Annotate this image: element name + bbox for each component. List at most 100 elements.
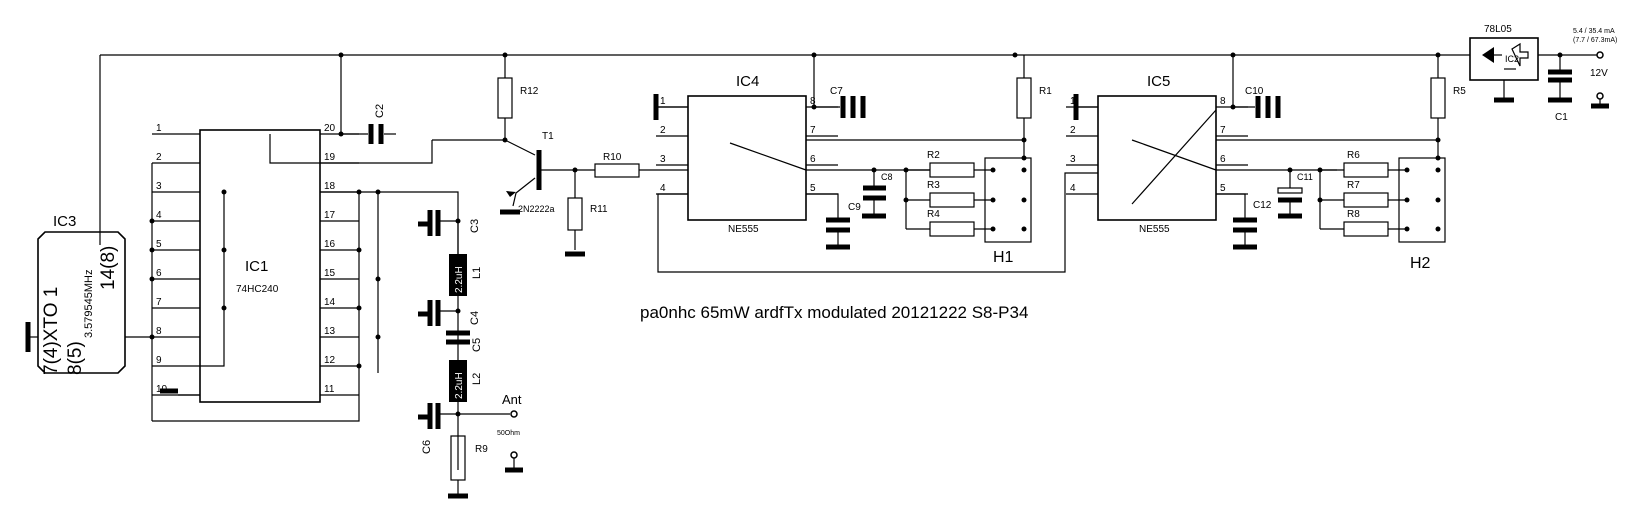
pin-number: 17	[324, 210, 336, 221]
pin-number: 12	[324, 355, 336, 366]
pin-number: 6	[1220, 154, 1226, 165]
c11-label: C11	[1297, 172, 1313, 182]
ic5-ref: IC5	[1147, 73, 1170, 90]
pin-number: 2	[660, 125, 666, 136]
pin-number: 8	[1220, 96, 1226, 107]
r1-h1: R1 R2 R3 R4 H1	[903, 55, 1052, 266]
pin-number: 4	[156, 210, 162, 221]
ic3-pins-line2: 8(5)	[65, 341, 86, 375]
antenna-label: Ant	[502, 392, 522, 407]
pin-number: 1	[1070, 96, 1076, 107]
pin-number: 2	[1070, 125, 1076, 136]
pin-number: 13	[324, 326, 336, 337]
ic3-pin14: 14(8)	[98, 246, 119, 290]
antenna-impedance: 50Ohm	[497, 430, 520, 437]
pin-number: 6	[810, 154, 816, 165]
reg-ref: IC2	[1505, 54, 1519, 64]
r5-label: R5	[1453, 86, 1466, 97]
r6-label: R6	[1347, 150, 1360, 161]
c3-label: C3	[469, 219, 481, 233]
ic4-right-pins: 8 7 6 5	[806, 96, 838, 195]
t1-stage: R12 T1 2N2222a R10 R11	[320, 55, 688, 257]
pin-number: 1	[660, 96, 666, 107]
t1-part: 2N2222a	[518, 204, 555, 214]
r8-label: R8	[1347, 209, 1360, 220]
supply-voltage: 12V	[1590, 68, 1608, 79]
ic3-frequency: 3.579545MHz	[83, 270, 95, 339]
c7-label: C7	[830, 86, 843, 97]
ic1-ref: IC1	[245, 258, 268, 275]
supply-current-1: 5.4 / 35.4 mA	[1573, 28, 1615, 35]
c5-label: C5	[471, 338, 483, 352]
supply-rail	[99, 52, 1597, 245]
h2-label: H2	[1410, 255, 1431, 272]
l1-value: 2.2uH	[454, 266, 465, 293]
ic5-right-pins: 8 7 6 5	[1216, 96, 1248, 195]
r4-label: R4	[927, 209, 940, 220]
pin-number: 19	[324, 152, 336, 163]
pin-number: 18	[324, 181, 336, 192]
c9-label: C9	[848, 202, 861, 213]
pin-number: 9	[156, 355, 162, 366]
pin-number: 1	[156, 123, 162, 134]
reg-part: 78L05	[1484, 24, 1512, 35]
ic3-oscillator: IC3 7(4)XTO 1 8(5) 3.579545MHz 14(8)	[25, 213, 152, 375]
pin-number: 3	[660, 154, 666, 165]
c4-label: C4	[469, 311, 481, 325]
ic1-part: 74HC240	[236, 284, 279, 295]
l1-label: L1	[471, 267, 483, 279]
c2-capacitor: C2	[341, 104, 396, 144]
l2-label: L2	[471, 373, 483, 385]
pin-number: 16	[324, 239, 336, 250]
ic5-ne555: IC5 NE555 1 2 3 4 8 7 6 5 C10 C12 C11	[1066, 55, 1438, 250]
pin-number: 11	[324, 384, 335, 395]
ic4-part: NE555	[728, 224, 759, 235]
c10-label: C10	[1245, 86, 1264, 97]
ic3-pins-line1: 7(4)XTO 1	[41, 287, 62, 375]
c2-label: C2	[374, 104, 386, 118]
supply-current-2: (7.7 / 67.3mA)	[1573, 37, 1617, 44]
pin-number: 5	[810, 183, 816, 194]
ic5-part: NE555	[1139, 224, 1170, 235]
schematic-title: pa0nhc 65mW ardfTx modulated 20121222 S8…	[640, 303, 1028, 322]
pin-number: 7	[1220, 125, 1226, 136]
r5-h2: R5 R6 R7 R8 H2	[1317, 55, 1466, 272]
pin-number: 14	[324, 297, 336, 308]
r10-label: R10	[603, 152, 622, 163]
pin-number: 3	[156, 181, 162, 192]
ic3-ref: IC3	[53, 213, 76, 230]
r3-label: R3	[927, 180, 940, 191]
c8-label: C8	[881, 172, 893, 182]
regulator-78l05: 78L05 IC2 C1 5.4 / 35.4 mA (7.7 / 67.3mA…	[1469, 24, 1617, 123]
pin-number: 5	[1220, 183, 1226, 194]
c6-label: C6	[421, 440, 433, 454]
h1-label: H1	[993, 249, 1014, 266]
pin-number: 8	[156, 326, 162, 337]
pin-number: 7	[156, 297, 162, 308]
ic4-left-pins: 1 2 3 4	[656, 96, 688, 195]
pin-number: 8	[810, 96, 816, 107]
t1-ref: T1	[542, 131, 554, 142]
ic4-ne555: IC4 NE555 1 2 3 4 8 7 6 5 C7 C9 C8	[653, 55, 1098, 273]
ic4-ref: IC4	[736, 73, 759, 90]
ic5-left-pins: 1 2 3 4	[1066, 96, 1098, 195]
r2-label: R2	[927, 150, 940, 161]
pin-number: 4	[660, 183, 666, 194]
r12-label: R12	[520, 86, 539, 97]
r9-label: R9	[475, 444, 488, 455]
pin-number: 2	[156, 152, 162, 163]
c1-label: C1	[1555, 112, 1568, 123]
pin-number: 6	[156, 268, 162, 279]
c12-label: C12	[1253, 200, 1272, 211]
pin-number: 15	[324, 268, 336, 279]
pin-number: 4	[1070, 183, 1076, 194]
pin-number: 20	[324, 123, 336, 134]
pin-number: 3	[1070, 154, 1076, 165]
r7-label: R7	[1347, 180, 1360, 191]
pin-number: 7	[810, 125, 816, 136]
l2-value: 2.2uH	[454, 372, 465, 399]
pin-number: 5	[156, 239, 162, 250]
rf-filter: C3 2.2uH L1 C4 C5 2.2uH L2 C6 R9 Ant 50O…	[418, 210, 523, 499]
